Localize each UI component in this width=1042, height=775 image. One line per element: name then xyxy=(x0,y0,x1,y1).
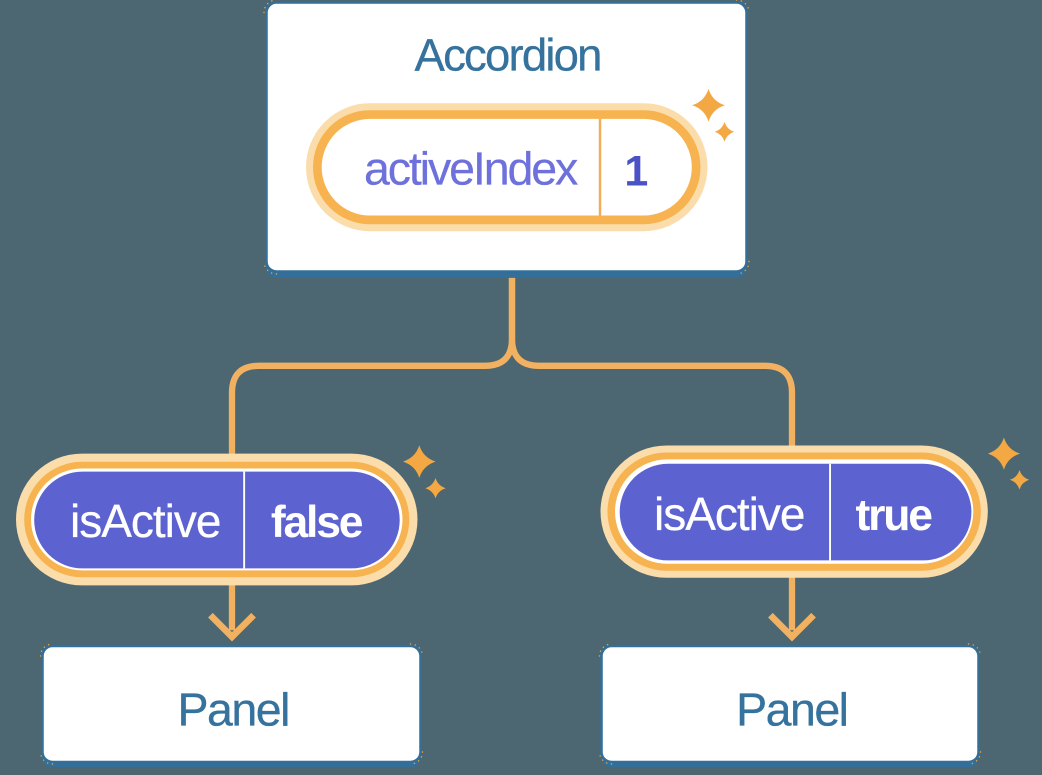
svg-text:false: false xyxy=(271,498,363,547)
svg-text:isActive: isActive xyxy=(70,495,220,547)
svg-text:Panel: Panel xyxy=(736,684,847,736)
svg-text:activeIndex: activeIndex xyxy=(364,142,578,194)
svg-text:Panel: Panel xyxy=(177,684,288,736)
svg-text:Accordion: Accordion xyxy=(415,29,601,80)
svg-text:1: 1 xyxy=(624,147,648,195)
svg-text:isActive: isActive xyxy=(654,488,804,540)
svg-text:true: true xyxy=(856,491,933,540)
